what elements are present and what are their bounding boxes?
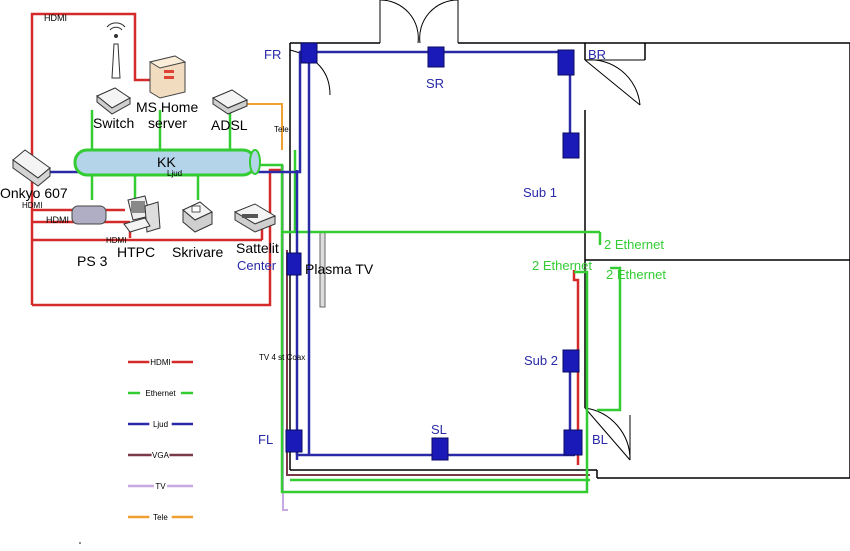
label-hdmi-top: HDMI <box>44 13 67 23</box>
label-hdmi-b: HDMI <box>46 215 69 225</box>
legend-label: HDMI <box>150 358 170 367</box>
stray-dot <box>79 542 81 544</box>
legend-label: Ljud <box>153 420 168 429</box>
legend-item: Ethernet <box>128 388 193 398</box>
label-sattelit: Sattelit <box>236 240 279 256</box>
vga-cable <box>286 250 590 476</box>
label-ethernet-2: 2 Ethernet <box>532 258 592 273</box>
label-tv-coax: TV 4 st Coax <box>259 353 305 362</box>
speakers <box>285 42 583 461</box>
legend-label: TV <box>155 482 166 491</box>
tele-cable <box>238 103 283 150</box>
label-adsl: ADSL <box>211 117 248 133</box>
legend-label-bg <box>153 481 168 491</box>
satellite-receiver-icon <box>233 203 277 233</box>
receiver-icon <box>12 149 51 187</box>
legend-label: VGA <box>152 451 170 460</box>
label-ps3: PS 3 <box>77 253 108 269</box>
legend-label-bg <box>140 388 181 398</box>
speaker-sub1 <box>562 132 580 159</box>
kk-trunk <box>73 148 261 177</box>
legend-label-bg <box>151 450 170 460</box>
speaker-fr <box>300 42 318 64</box>
speaker-br <box>557 49 575 76</box>
label-hdmi-a: HDMI <box>22 201 42 210</box>
label-ms-home-2: server <box>148 115 187 131</box>
legend-label-bg <box>149 357 172 367</box>
legend-item: HDMI <box>128 357 193 367</box>
htpc-icon <box>123 195 161 233</box>
label-sl: SL <box>431 422 447 437</box>
label-ljud: Ljud <box>167 169 182 178</box>
label-bl: BL <box>592 432 608 447</box>
legend-label: Tele <box>153 513 168 522</box>
server-icon <box>148 55 187 99</box>
legend-item: TV <box>128 481 193 491</box>
label-sub2: Sub 2 <box>524 353 558 368</box>
label-skrivare: Skrivare <box>172 244 224 260</box>
label-onkyo: Onkyo 607 <box>0 185 68 201</box>
legend-item: Tele <box>128 512 193 522</box>
switch-icon <box>96 87 131 115</box>
label-sr: SR <box>426 76 444 91</box>
ethernet-cables <box>90 110 622 494</box>
speaker-bl <box>563 429 583 456</box>
speaker-sl <box>431 437 449 461</box>
label-center: Center <box>237 258 277 273</box>
ps3-icon <box>71 205 107 225</box>
label-hdmi-c: HDMI <box>106 236 126 245</box>
printer-icon <box>182 201 213 233</box>
label-kk: KK <box>157 154 176 170</box>
speaker-sub2 <box>562 349 580 373</box>
label-fl: FL <box>258 432 273 447</box>
label-br: BR <box>588 47 606 62</box>
label-plasma-tv: Plasma TV <box>305 261 374 277</box>
speaker-center <box>286 252 302 276</box>
legend-label-bg <box>149 512 172 522</box>
label-ethernet-1: 2 Ethernet <box>604 237 664 252</box>
label-ethernet-3: 2 Ethernet <box>606 267 666 282</box>
legend-item: Ljud <box>128 419 193 429</box>
doors <box>289 0 641 461</box>
legend-item: VGA <box>128 450 193 460</box>
wifi-antenna-icon <box>106 22 126 79</box>
legend-label-bg <box>149 419 172 429</box>
speaker-fl <box>285 429 303 453</box>
labels: HDMI MS Home server Switch ADSL Tele KK … <box>0 13 666 447</box>
adsl-modem-icon <box>211 89 249 115</box>
label-htpc: HTPC <box>117 244 155 260</box>
legend-label: Ethernet <box>145 389 176 398</box>
label-fr: FR <box>264 47 281 62</box>
speaker-sr <box>427 46 445 68</box>
label-tele: Tele <box>274 125 289 134</box>
label-ms-home-1: MS Home <box>136 99 198 115</box>
label-sub1: Sub 1 <box>523 185 557 200</box>
label-switch: Switch <box>93 115 134 131</box>
